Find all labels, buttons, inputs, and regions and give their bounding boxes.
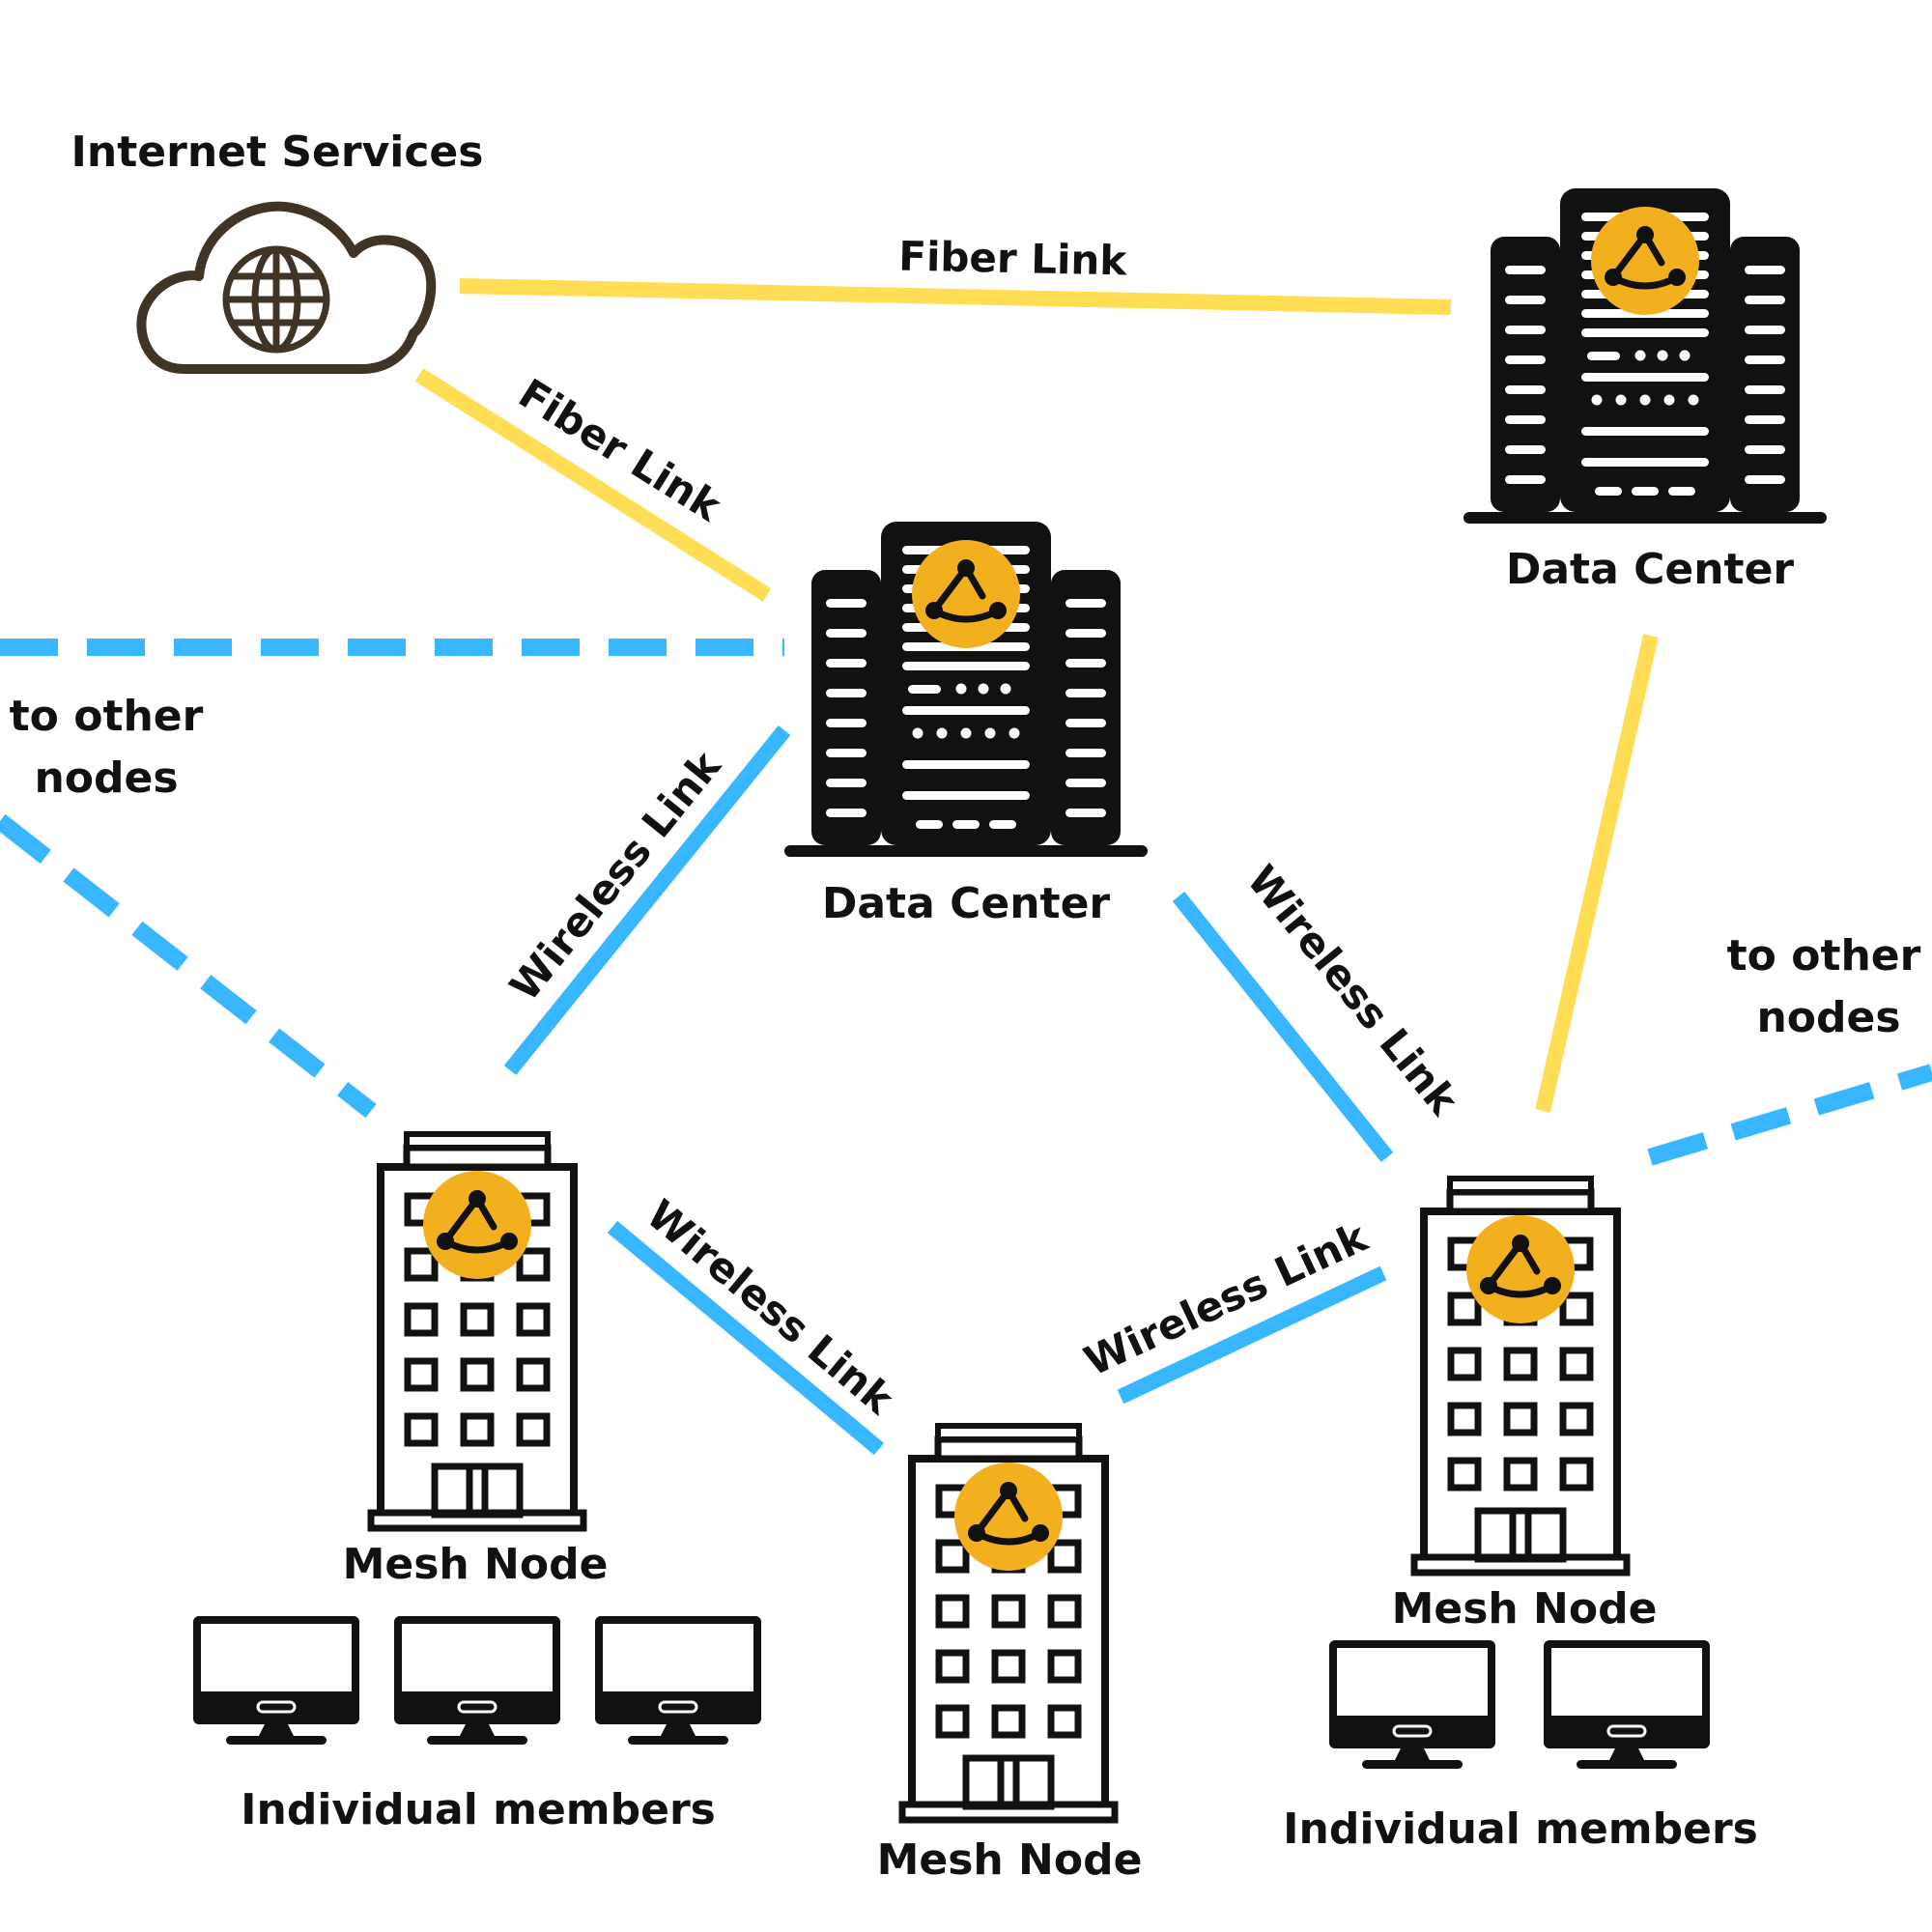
members-right-group: Individual members [1283, 1638, 1758, 1854]
desktop-monitor-icon [1327, 1638, 1497, 1771]
mesh-network-badge-icon [1591, 207, 1699, 315]
fiber-link-top-line [459, 278, 1452, 315]
cloud-globe-icon [136, 201, 437, 374]
desktop-monitor-icon [392, 1614, 562, 1747]
other-nodes-right-line1: to other [1727, 931, 1921, 980]
mesh-node-center-label: Mesh Node [877, 1835, 1143, 1885]
wireless-link-dc-left-label: Wireless Link [500, 742, 730, 1010]
fiber-link-dc-to-mesh-line [1535, 634, 1659, 1113]
data-center-mid-node: Data Center [784, 522, 1148, 928]
other-nodes-right-line2: nodes [1756, 993, 1900, 1042]
fiber-link-diag-line [414, 368, 772, 602]
wireless-link-bottom-right-line [1117, 1265, 1387, 1405]
desktop-monitor-icon [593, 1614, 763, 1747]
desktop-monitor-icon [191, 1614, 361, 1747]
internet-services-label: Internet Services [71, 128, 484, 177]
mesh-network-badge-icon [954, 1463, 1063, 1571]
mesh-node-left: Mesh Node [343, 1134, 609, 1589]
wireless-link-dc-right-label: Wireless Link [1238, 857, 1468, 1125]
data-center-mid-label: Data Center [822, 879, 1111, 928]
wireless-link-bottom-left-line [607, 1220, 885, 1456]
links-layer [0, 278, 1932, 1456]
members-left-group: Individual members [191, 1614, 763, 1834]
members-left-label: Individual members [241, 1785, 716, 1834]
other-nodes-left-line2: nodes [34, 753, 178, 803]
wireless-link-dc-right-line [1172, 892, 1394, 1162]
dashed-link-right [1647, 1064, 1932, 1166]
internet-services-node: Internet Services [71, 128, 484, 374]
other-nodes-left-line1: to other [10, 692, 204, 741]
mesh-node-left-label: Mesh Node [343, 1540, 609, 1589]
mesh-node-right-label: Mesh Node [1392, 1584, 1658, 1634]
fiber-link-top-label: Fiber Link [898, 233, 1128, 285]
wireless-link-bottom-left-label: Wireless Link [638, 1190, 903, 1424]
wireless-link-dc-left-line [503, 724, 791, 1076]
dashed-link-left [0, 813, 377, 1119]
mesh-network-badge-icon [1466, 1215, 1575, 1323]
data-center-top-node: Data Center [1463, 188, 1827, 594]
members-right-label: Individual members [1283, 1804, 1758, 1854]
mesh-network-badge-icon [423, 1171, 531, 1279]
data-center-top-label: Data Center [1506, 545, 1795, 594]
mesh-node-center: Mesh Node [877, 1426, 1143, 1885]
mesh-network-badge-icon [912, 540, 1020, 648]
mesh-node-right: Mesh Node [1392, 1179, 1658, 1634]
desktop-monitor-icon [1542, 1638, 1712, 1771]
